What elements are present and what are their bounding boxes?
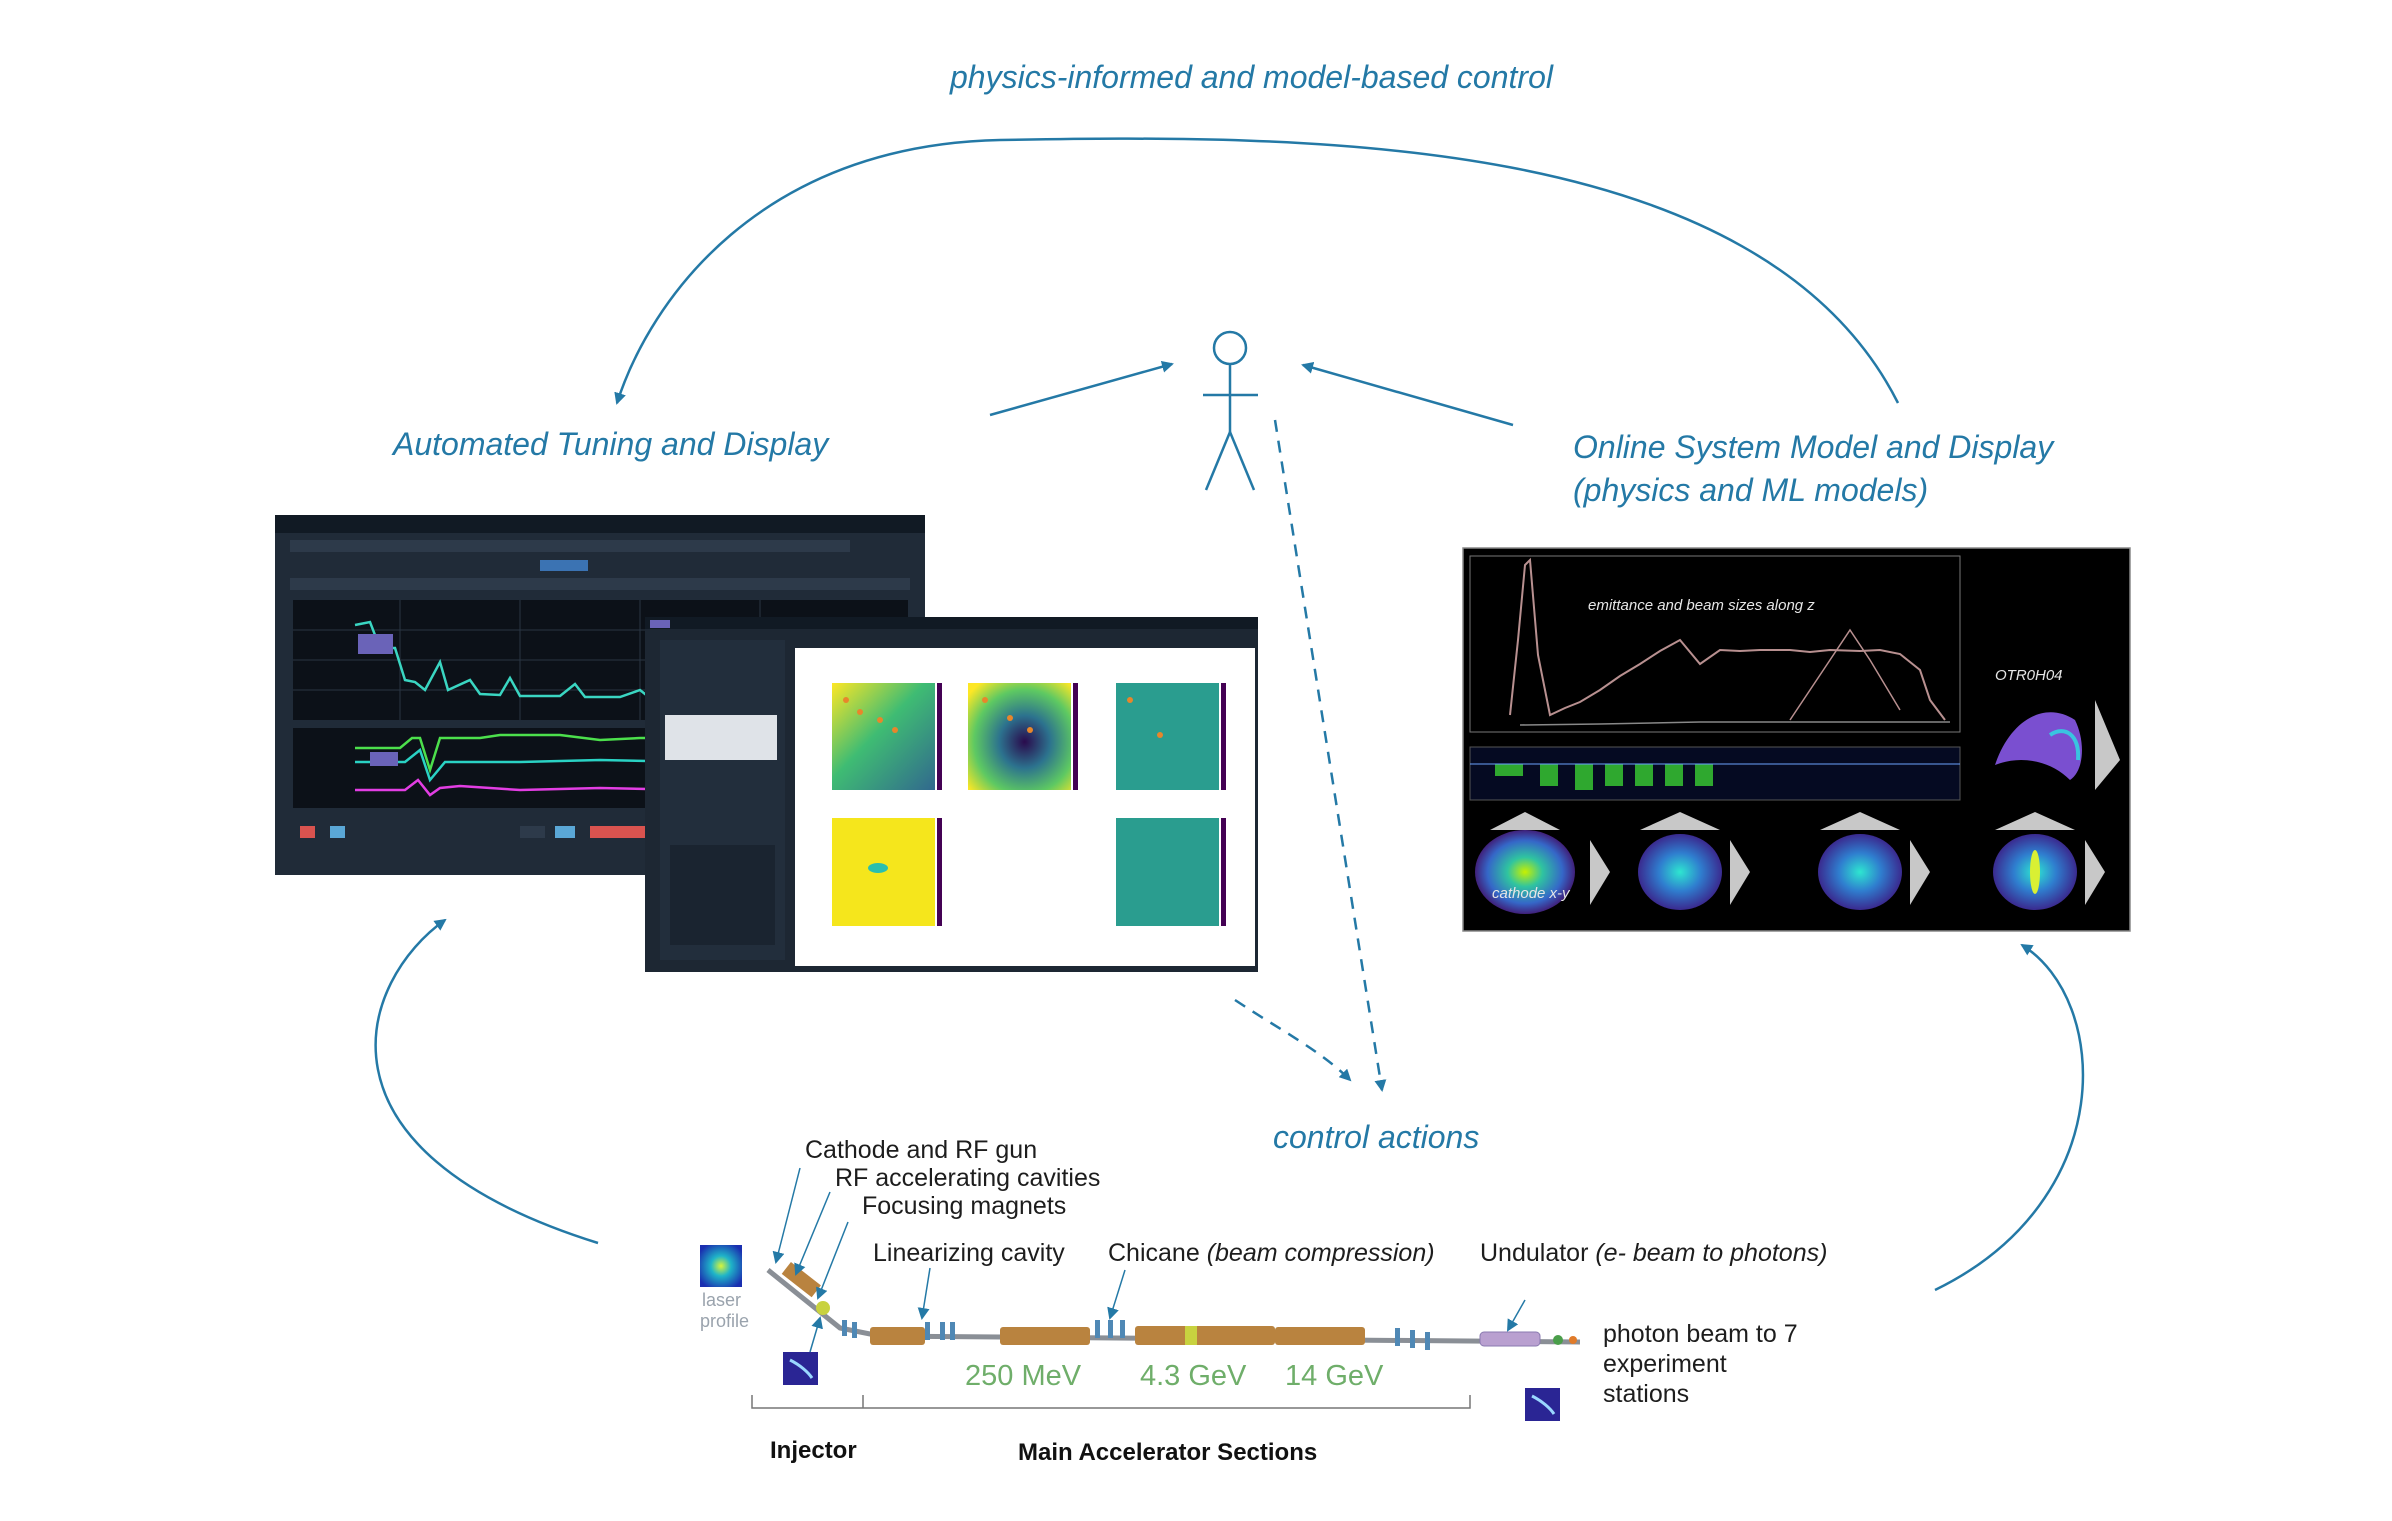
top-loop-label: physics-informed and model-based control: [949, 59, 1554, 95]
operator-icon: [1203, 330, 1258, 491]
linac-section-3: [1135, 1326, 1275, 1345]
emittance-plot-caption: emittance and beam sizes along z: [1588, 597, 1815, 614]
profile-3: [1818, 834, 1902, 910]
screen-label: OTR0H04: [1995, 667, 2063, 684]
heatmap-prior: [1116, 683, 1219, 790]
undulator: [1479, 1331, 1541, 1347]
laser-label-1: laser: [702, 1290, 741, 1310]
arrow-beamline-to-tuning: [374, 918, 599, 1245]
arrow-right-to-operator: [1301, 361, 1514, 427]
label-output-3: stations: [1603, 1380, 1689, 1408]
left-panel-title: Automated Tuning and Display: [391, 426, 830, 462]
model-display-window: emittance and beam sizes along z: [1462, 547, 2131, 932]
linac-section-4: [1275, 1327, 1365, 1345]
beamline: laser profile: [700, 1136, 1827, 1466]
label-rf-cavities: RF accelerating cavities: [835, 1164, 1100, 1192]
arrow-tuning-to-control: [1234, 998, 1352, 1082]
label-output-1: photon beam to 7: [1603, 1320, 1798, 1348]
linac-section-1: [870, 1327, 925, 1345]
label-main-sections: Main Accelerator Sections: [1018, 1439, 1317, 1466]
visualization-window: [645, 617, 1258, 972]
laser-label-2: profile: [700, 1311, 749, 1331]
focusing-magnets: [842, 1320, 1430, 1350]
cathode-profile-label: cathode x-y: [1492, 885, 1571, 902]
injector-screen-icon: [783, 1352, 818, 1385]
arrow-operator-to-control: [1273, 419, 1387, 1092]
top-loop-arrow: [614, 137, 1900, 405]
energy-14gev: 14 GeV: [1285, 1360, 1384, 1392]
label-injector: Injector: [770, 1437, 857, 1464]
control-actions-label: control actions: [1273, 1119, 1479, 1155]
heatmap-feasibility: [1116, 818, 1219, 926]
right-panel-title-line2: (physics and ML models): [1573, 472, 1928, 508]
energy-4-3gev: 4.3 GeV: [1140, 1360, 1247, 1392]
label-chicane: Chicane (beam compression): [1108, 1239, 1435, 1267]
arrow-beamline-to-model: [1934, 943, 2085, 1292]
label-cathode-gun: Cathode and RF gun: [805, 1136, 1037, 1164]
label-linearizing-cavity: Linearizing cavity: [873, 1239, 1065, 1267]
cathode-profile: [1475, 830, 1575, 914]
right-panel-title-line1: Online System Model and Display: [1573, 429, 2055, 465]
photon-output: [1569, 1336, 1577, 1344]
emittance-trace: [1509, 557, 1946, 721]
linac-section-2: [1000, 1327, 1090, 1345]
rf-gun: [781, 1261, 821, 1298]
beam-profile-panels: [1475, 812, 2105, 914]
section-brace: [751, 1395, 1471, 1409]
heatmap-mean: [832, 683, 935, 790]
label-focusing-magnets: Focusing magnets: [862, 1192, 1066, 1220]
laser-profile-image: [700, 1245, 742, 1287]
label-output-2: experiment: [1603, 1350, 1727, 1378]
label-undulator: Undulator (e- beam to photons): [1480, 1239, 1827, 1267]
undulator-screen-icon: [1525, 1388, 1560, 1421]
arrow-left-to-operator: [989, 360, 1174, 417]
profile-2: [1638, 834, 1722, 910]
energy-250mev: 250 MeV: [965, 1360, 1082, 1392]
